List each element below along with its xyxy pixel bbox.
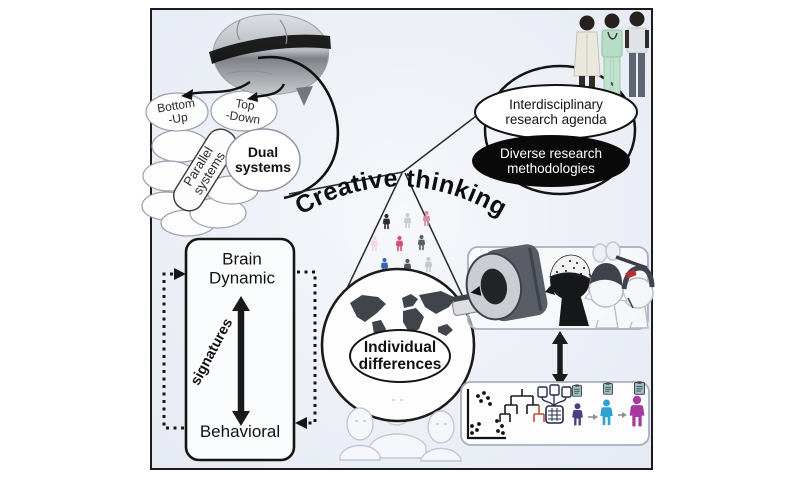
- scatter-plot-icon: [466, 389, 506, 440]
- top-down-label: Top -Down: [224, 96, 262, 127]
- arrowhead: [247, 92, 258, 102]
- parallel-systems-shape: [173, 128, 237, 212]
- world-map-icon: [350, 291, 456, 341]
- dual-systems-shape: [225, 128, 301, 192]
- tms-coil-head-icon: [584, 241, 648, 329]
- individual-differences-ellipse: [349, 329, 451, 383]
- arrowhead: [295, 417, 307, 429]
- tdcs-headset-icon: [619, 265, 655, 329]
- diverse-methodologies-label: Diverse research methodologies: [499, 146, 603, 176]
- eeg-cap-head-icon: [545, 254, 599, 326]
- research-ellipse: [483, 64, 637, 196]
- cluster-dendrogram-icon: [499, 389, 545, 422]
- converging-lines: [288, 112, 481, 302]
- mri-scanner-icon: [451, 244, 548, 322]
- sketched-faces-icon: [339, 399, 462, 462]
- individual-differences-label: Individual differences: [358, 339, 442, 373]
- three-researchers-icon: [573, 11, 649, 99]
- dual-systems-label: Dual systems: [234, 144, 292, 175]
- brain-icon: [209, 13, 331, 106]
- dashed-feedback-loop: [162, 270, 317, 430]
- arrowhead: [181, 89, 193, 100]
- brain-dynamic-label: Brain Dynamic: [208, 249, 276, 287]
- svg-text:Creative thinking: Creative thinking: [290, 164, 511, 222]
- interdisciplinary-label: Interdisciplinary research agenda: [505, 97, 607, 127]
- double-arrow-icon: [552, 331, 568, 387]
- growing-person-icon: [572, 395, 645, 427]
- arrowhead: [174, 268, 186, 280]
- diverse-ellipse: [472, 135, 630, 187]
- documents-to-table-icon: [537, 384, 572, 424]
- behavioral-label: Behavioral: [199, 422, 281, 441]
- creative-thinking-title: Creative thinking: [290, 164, 511, 222]
- double-arrow-icon: [232, 296, 250, 426]
